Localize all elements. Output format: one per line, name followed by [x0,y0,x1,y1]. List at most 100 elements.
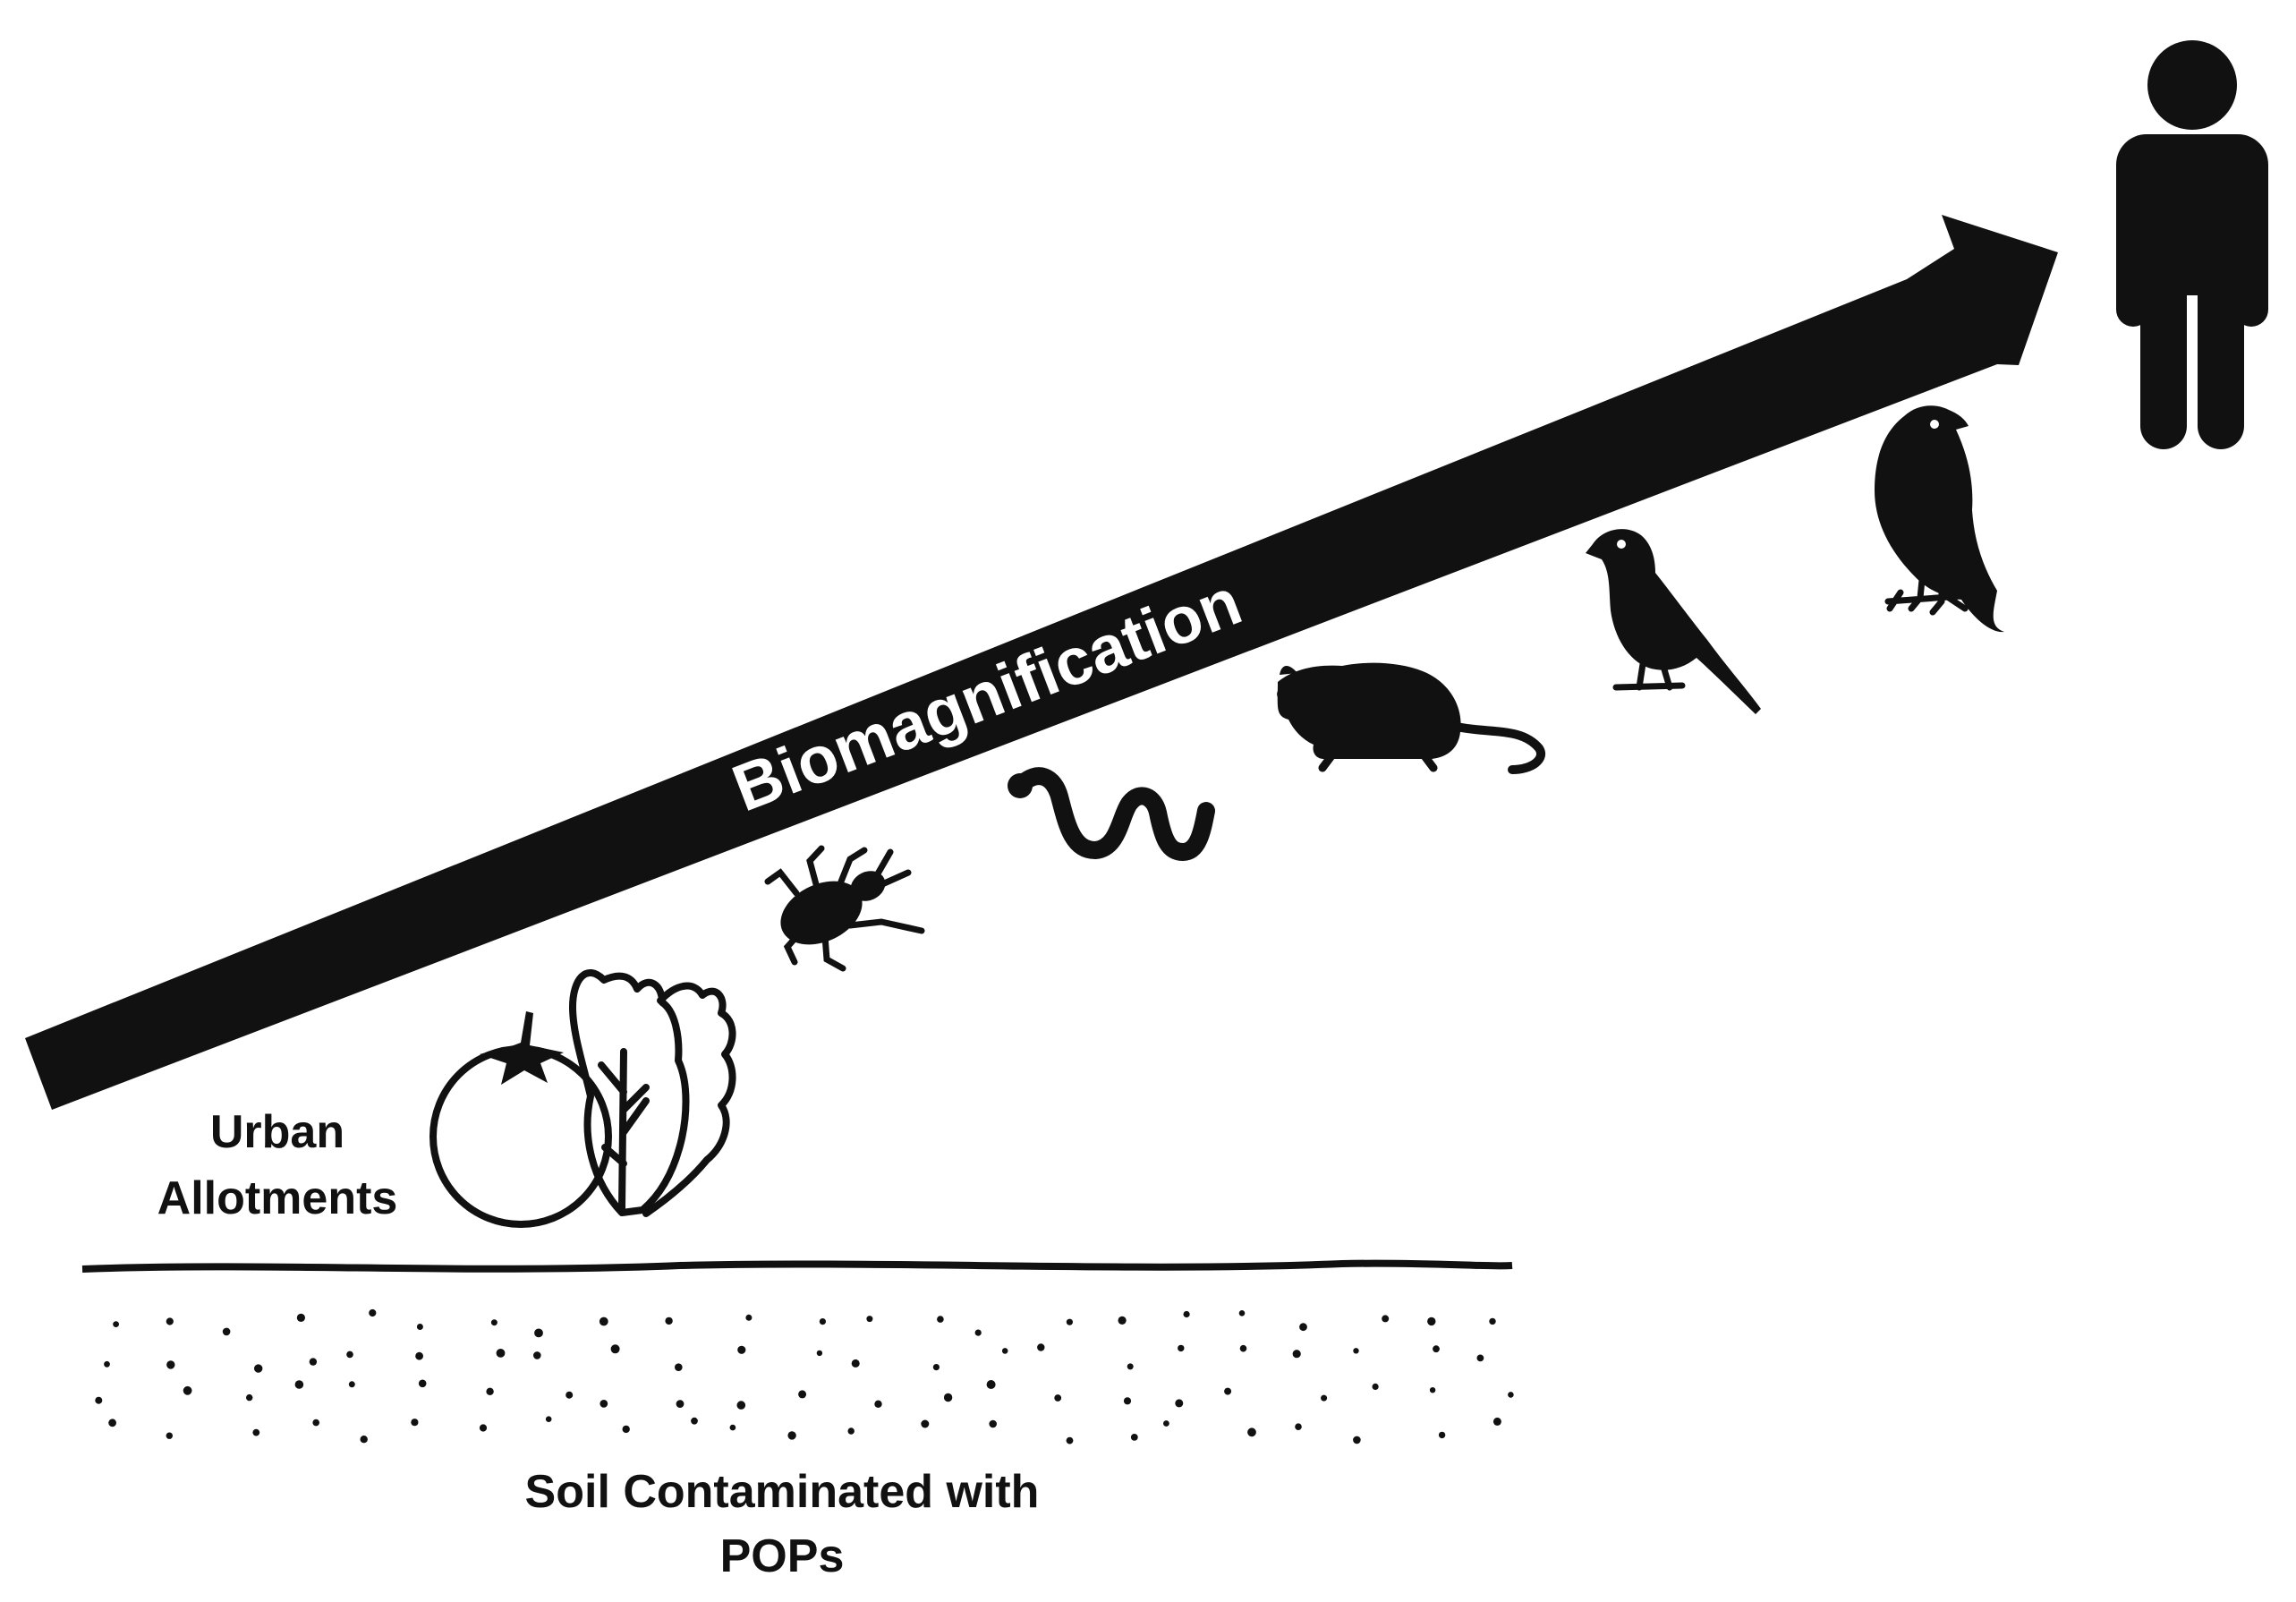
soil-label-line2: POPs [720,1530,845,1582]
arrow-label: Biomagnification [723,564,1251,826]
soil-dot [623,1426,630,1433]
soil-dot [166,1317,174,1325]
soil-dot [820,1318,826,1325]
soil-dot [937,1316,944,1323]
tomato-icon [433,1011,608,1224]
soil-dot [1002,1348,1008,1354]
soil-dot [730,1425,736,1431]
allotments-label-line1: Urban [210,1106,344,1158]
soil-dot [600,1317,608,1326]
soil-dot [1054,1394,1061,1402]
soil-dot [1299,1323,1307,1331]
soil-dot [1373,1384,1379,1390]
soil-dot [533,1351,541,1359]
soil-dot [737,1346,745,1354]
soil-dot [491,1319,497,1325]
soil-dot [874,1401,881,1408]
soil-dot [1430,1387,1435,1393]
soil-dot [1127,1363,1134,1369]
soil-dot [745,1315,752,1321]
soil-dot [1382,1315,1389,1322]
soil-dot [691,1418,698,1425]
soil-dot [252,1429,259,1436]
soil-dot [310,1358,317,1365]
soil-dot [944,1393,952,1402]
soil-dot [1353,1348,1358,1353]
soil-dot [848,1427,855,1434]
soil-dot [1240,1345,1247,1352]
soil-dot [1477,1355,1484,1362]
biomagnification-arrow: Biomagnification [25,215,2058,1110]
soil-dot [675,1363,683,1371]
soil-dot [1439,1432,1445,1438]
soil-dot [1247,1427,1256,1436]
soil-dot [415,1352,423,1360]
soil-dot [1124,1397,1131,1404]
soil-dot [417,1324,423,1330]
soil-dot [1508,1392,1514,1398]
soil-dot [411,1419,418,1426]
soil-dot [166,1433,173,1439]
soil-dot [676,1400,685,1408]
soil-dot [312,1419,319,1427]
soil-dot [975,1330,982,1336]
rat-icon [1277,663,1541,770]
allotments-label-line2: Allotments [157,1172,398,1224]
soil-dot [1163,1420,1169,1427]
soil-dot [369,1309,376,1317]
songbird-icon [1586,529,1761,714]
soil-dots [95,1309,1513,1444]
soil-dot [183,1386,192,1395]
soil-dot [1184,1311,1190,1317]
soil-dot [254,1364,262,1372]
soil-dot [989,1420,997,1428]
soil-dot [1131,1434,1138,1441]
soil-dot [1239,1310,1246,1317]
soil-dot [1295,1423,1302,1430]
soil-dot [346,1351,353,1359]
soil-dot [921,1420,929,1428]
soil-dot [534,1329,543,1338]
soil-dot [1178,1345,1184,1351]
soil-dot [798,1390,806,1398]
soil-dot [108,1419,116,1427]
soil-dot [546,1416,552,1422]
soil-dot [419,1380,427,1388]
soil-dot [1321,1395,1327,1402]
soil-dot [1433,1345,1440,1352]
soil-dot [246,1394,252,1401]
soil-dot [1067,1437,1074,1444]
soil-dot [1067,1319,1073,1325]
soil-dot [611,1344,620,1353]
soil-label-line1: Soil Contaminated with [525,1466,1040,1518]
soil-dot [565,1392,573,1399]
soil-dot [361,1436,368,1443]
soil-dot [600,1400,608,1408]
soil-dot [1037,1343,1044,1351]
soil-dot [866,1316,872,1322]
soil-dot [817,1351,822,1356]
soil-dot [1224,1388,1231,1395]
soil-dot [223,1328,231,1336]
soil-dot [166,1360,174,1368]
soil-dot [349,1381,355,1387]
soil-dot [486,1388,493,1395]
soil-dot [1175,1399,1183,1407]
person-icon [2116,40,2268,449]
beetle-icon [768,848,922,968]
soil-dot [113,1321,119,1327]
soil-dot [480,1424,487,1431]
soil-dot [787,1431,795,1439]
soil-dot [497,1349,506,1358]
ground-line [82,1264,1512,1269]
soil-dot [1118,1317,1127,1325]
soil-dot [295,1380,304,1389]
soil-dot [852,1359,860,1368]
soil-dot [933,1364,940,1370]
soil-dot [1427,1317,1435,1325]
soil-dot [665,1317,672,1325]
soil-dot [297,1314,305,1322]
vegetables-icon [433,973,733,1224]
soil-dot [987,1380,996,1389]
